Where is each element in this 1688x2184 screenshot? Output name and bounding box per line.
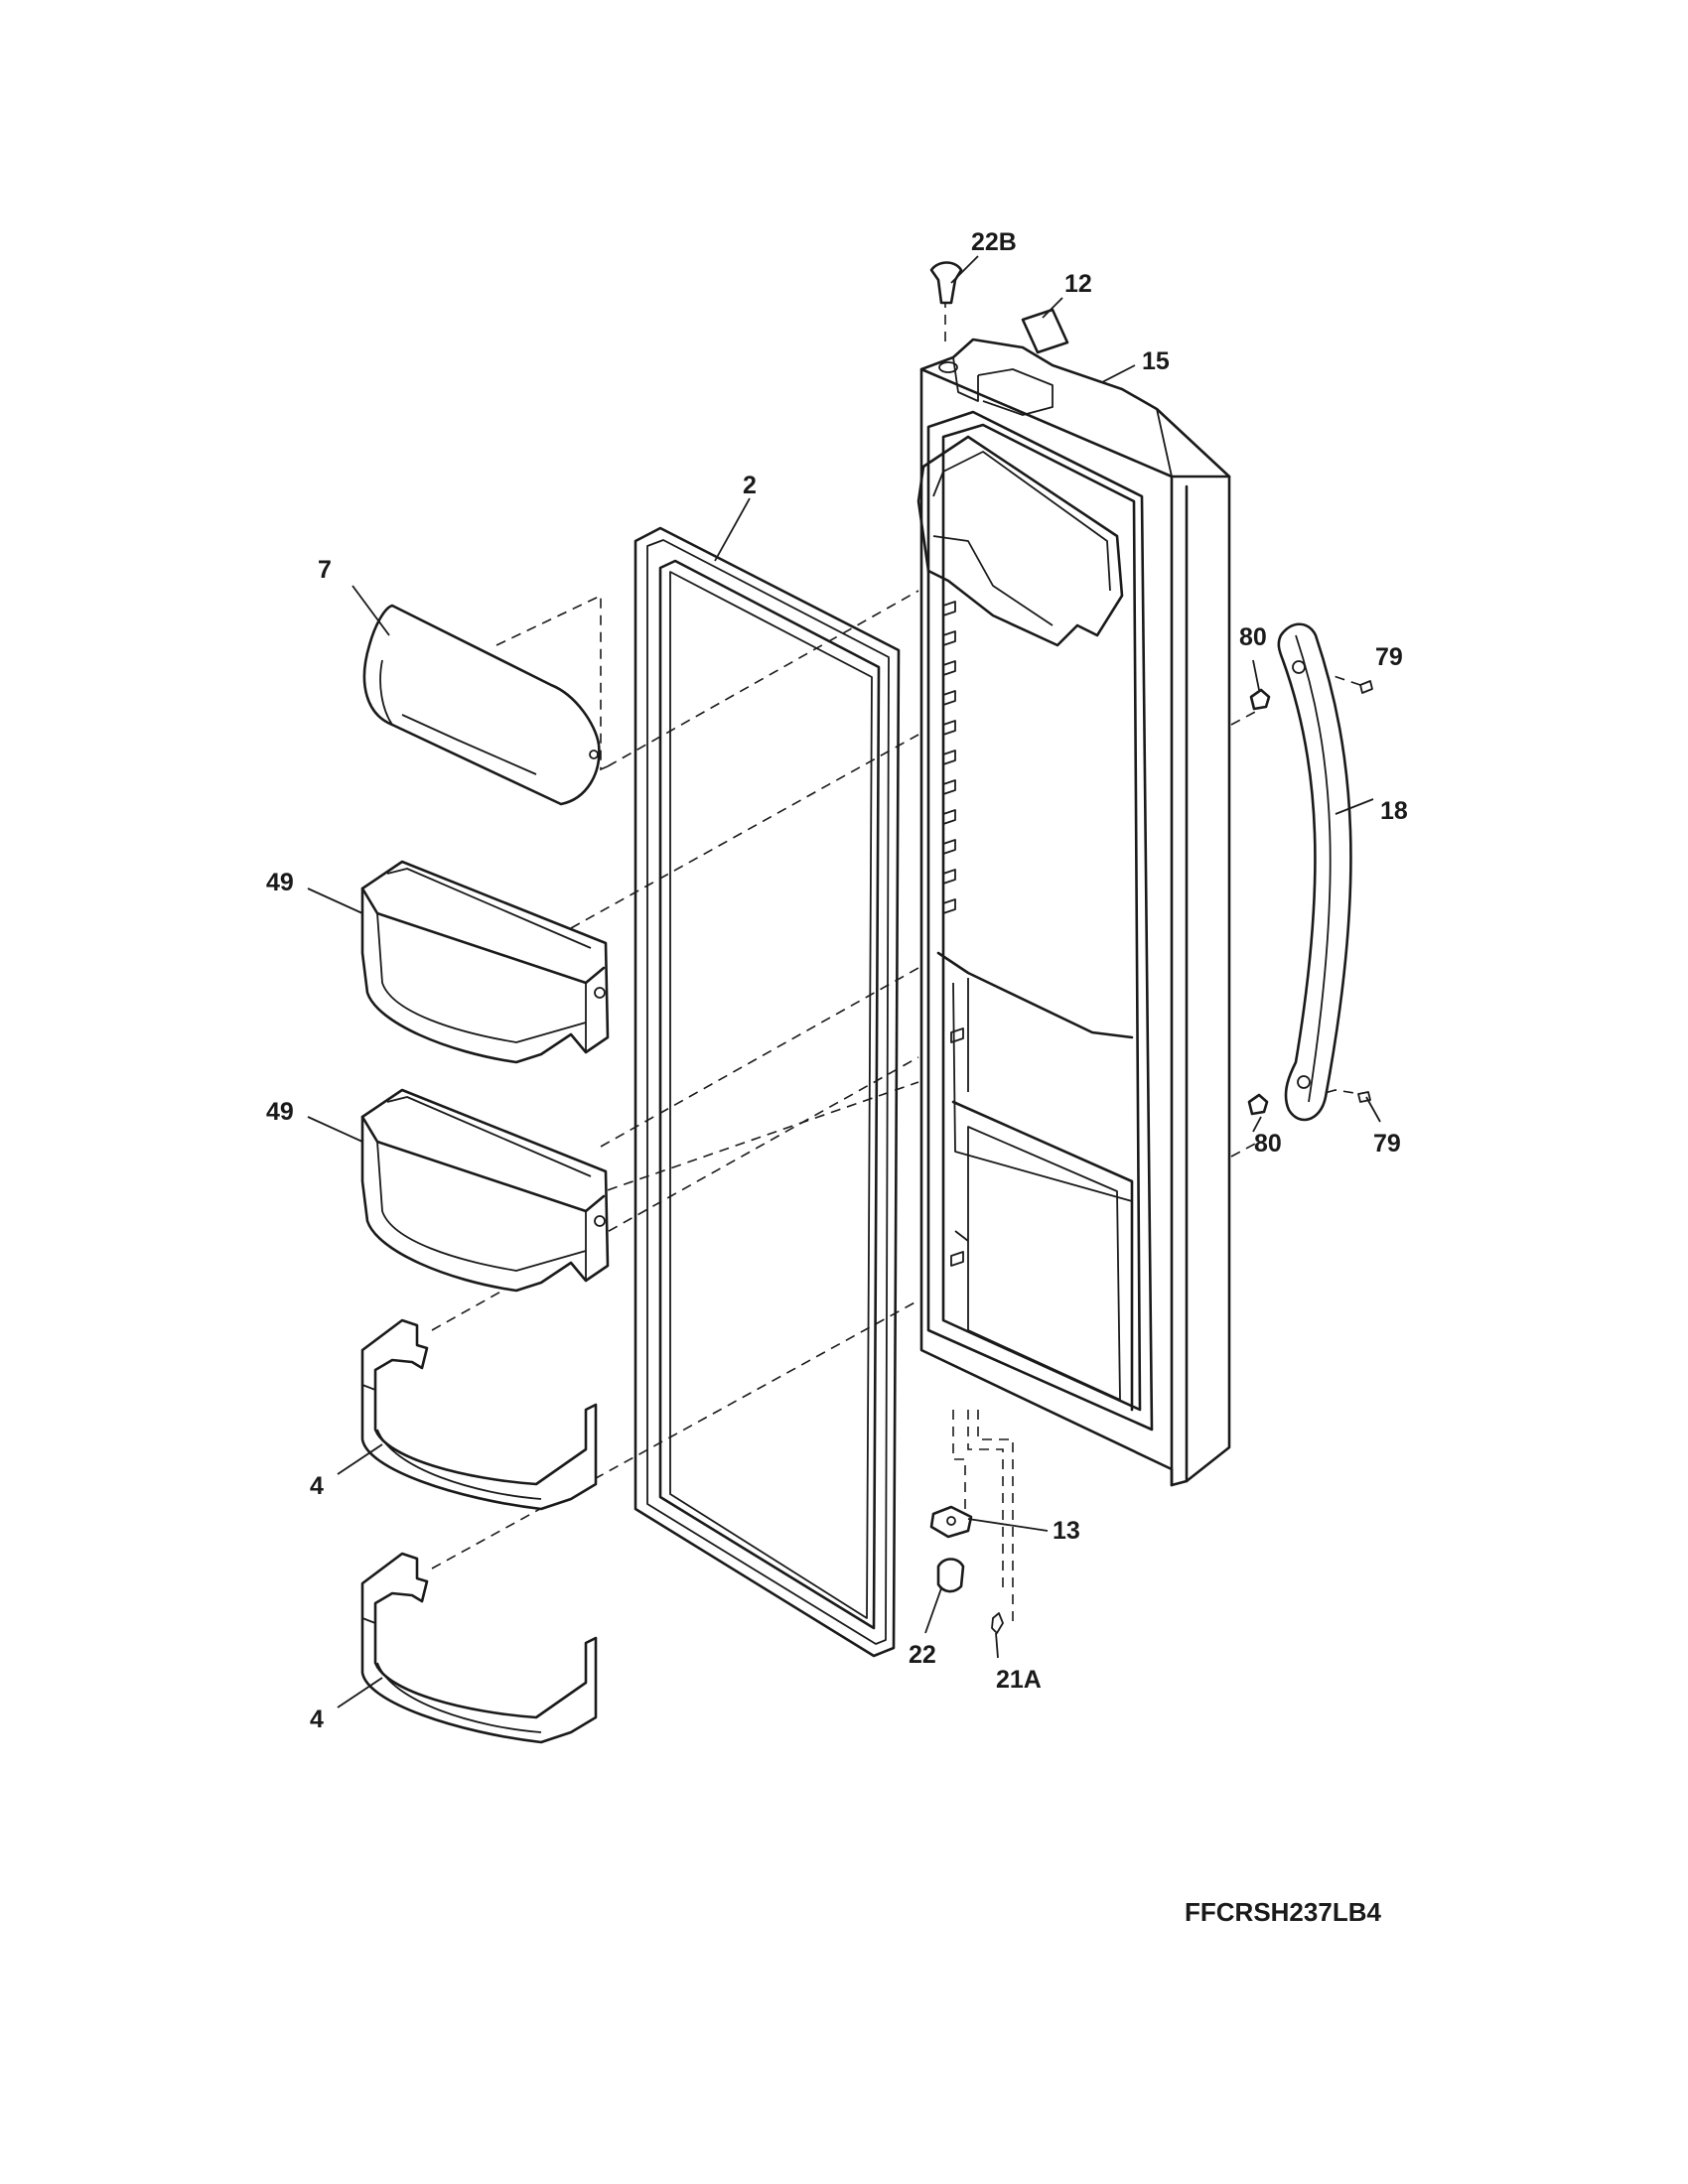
door-gasket [633, 526, 901, 1658]
filter-bottle [362, 604, 601, 806]
callout-4-bottom: 4 [310, 1706, 324, 1733]
callout-79-bottom: 79 [1373, 1130, 1401, 1158]
callout-49-bottom: 49 [266, 1098, 294, 1126]
shelf-support-pegs [942, 601, 964, 1267]
door-inner-liner [916, 410, 1154, 1432]
hardware-bushings [929, 261, 1373, 1634]
callout-22b: 22B [971, 228, 1017, 256]
door-handle [1277, 622, 1352, 1122]
callout-7: 7 [318, 556, 332, 584]
door-bin-49-top [360, 860, 610, 1064]
callout-80-top: 80 [1239, 623, 1267, 651]
door-shelf-4-top [360, 1318, 598, 1511]
callout-21a: 21A [996, 1666, 1042, 1694]
callout-labels: 22B 12 15 2 7 80 79 18 49 49 80 79 4 13 … [266, 228, 1408, 1733]
callout-leader-lines [307, 255, 1381, 1708]
door-bin-49-bottom [360, 1088, 610, 1293]
callout-13: 13 [1053, 1517, 1080, 1545]
callout-22: 22 [909, 1641, 936, 1669]
door-shelf-4-bottom [360, 1552, 598, 1744]
callout-79-top: 79 [1375, 643, 1403, 671]
callout-18: 18 [1380, 797, 1408, 825]
callout-12: 12 [1064, 270, 1092, 298]
callout-2: 2 [743, 472, 757, 499]
callout-49-top: 49 [266, 869, 294, 896]
callout-4-top: 4 [310, 1472, 324, 1500]
model-number: FFCRSH237LB4 [1185, 1897, 1381, 1927]
callout-15: 15 [1142, 347, 1170, 375]
callout-80-bottom: 80 [1254, 1130, 1282, 1158]
